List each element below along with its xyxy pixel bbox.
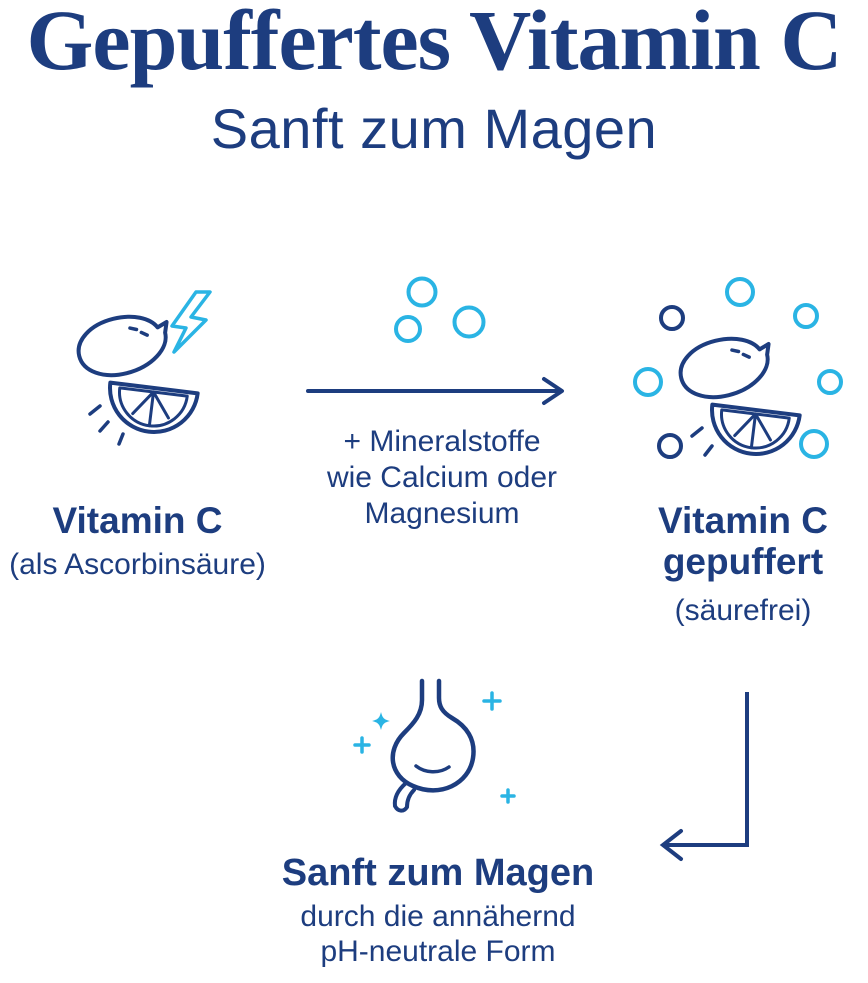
minerals-line-3: Magnesium [364, 497, 520, 530]
page-subtitle: Sanft zum Magen [210, 97, 658, 160]
minerals-text: + Mineralstoffe wie Calcium oder Magnesi… [308, 424, 576, 532]
stomach-sublabel: durch die annähernd pH-neutrale Form [250, 899, 626, 969]
stomach-icon [348, 676, 526, 828]
vitamin-c-label: Vitamin C [52, 500, 223, 541]
l-arrow-down-left-icon [655, 692, 755, 864]
lemon-lightning-icon [48, 286, 260, 458]
vitamin-c-sublabel: (als Ascorbinsäure) [9, 548, 266, 581]
buffer-bubbles [633, 277, 843, 459]
minerals-line-1: + Mineralstoffe [343, 425, 541, 458]
buffered-label-2: gepuffert [662, 541, 824, 582]
buffered-label: Vitamin C [658, 500, 828, 541]
buffered-sublabel: (säurefrei) [674, 594, 812, 627]
lemon-buffered-icon [628, 276, 850, 488]
stomach-subline-2: pH-neutrale Form [320, 935, 556, 968]
stomach-label: Sanft zum Magen [281, 852, 595, 894]
sparkle-star [372, 712, 390, 730]
page-title: Gepuffertes Vitamin C [26, 0, 843, 88]
arrow-right-icon [306, 376, 568, 406]
minerals-line-2: wie Calcium oder [326, 461, 558, 494]
lightning-icon [170, 290, 212, 354]
sparkles [353, 691, 516, 804]
stomach-subline-1: durch die annähernd [300, 900, 576, 933]
mineral-bubbles-icon [393, 272, 503, 350]
